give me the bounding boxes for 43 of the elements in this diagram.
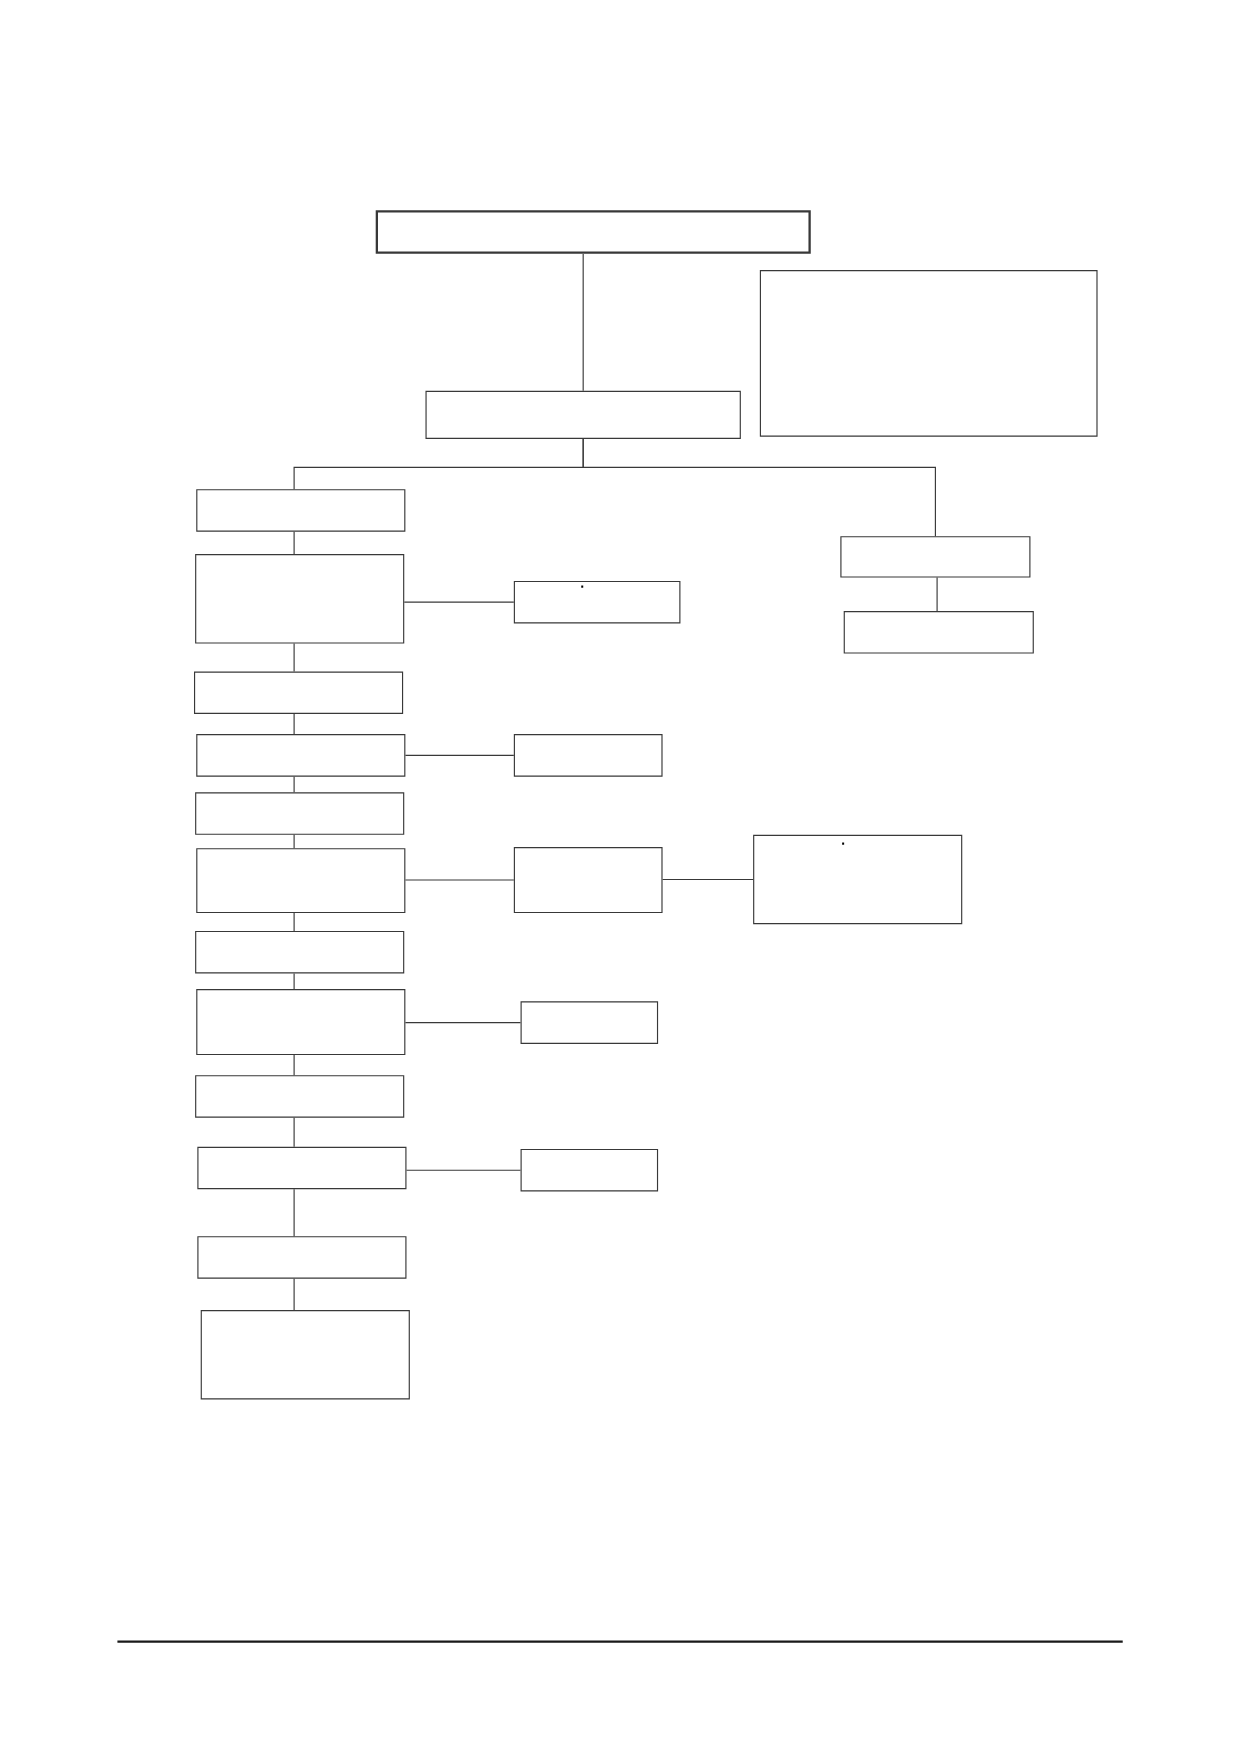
connector-line: [293, 643, 295, 673]
process-box: .: [513, 580, 681, 624]
connector-line: [404, 754, 515, 756]
process-box: [195, 1075, 405, 1118]
process-box: [759, 270, 1098, 437]
process-box: [513, 847, 663, 914]
connector-line: [293, 1278, 295, 1311]
process-box: [194, 671, 404, 715]
process-box: [195, 930, 405, 974]
process-box: [840, 536, 1031, 578]
connector-line: [582, 438, 936, 537]
connector-line: [293, 1117, 295, 1148]
process-box: [195, 792, 405, 835]
connector-line: [293, 912, 295, 932]
process-box: [513, 734, 663, 777]
process-box: [196, 489, 406, 532]
process-box: .: [753, 834, 963, 925]
process-box: [196, 989, 406, 1056]
connector-line: [662, 878, 754, 881]
connector-line: [293, 1054, 295, 1076]
process-box: [196, 734, 406, 777]
process-box: [375, 210, 811, 254]
process-box: [200, 1310, 410, 1400]
process-box: [843, 611, 1034, 654]
process-box: [197, 1146, 407, 1190]
connector-line: [405, 1169, 522, 1171]
connector-line: [293, 972, 295, 990]
process-box: [196, 848, 406, 914]
connector-line: [404, 1022, 522, 1024]
process-box: [520, 1148, 659, 1192]
connector-line: [293, 776, 295, 793]
connector-line: [293, 1188, 295, 1237]
connector-line: [403, 601, 515, 603]
connector-line: [582, 253, 584, 392]
process-box: [195, 554, 405, 644]
connector-line: [293, 531, 295, 555]
process-box: [197, 1236, 407, 1279]
process-box: [425, 390, 741, 439]
connector-line: [293, 713, 295, 735]
connector-line: [936, 577, 938, 612]
connector-line: [404, 879, 515, 881]
process-box: [520, 1001, 659, 1044]
connector-line: [293, 834, 295, 849]
